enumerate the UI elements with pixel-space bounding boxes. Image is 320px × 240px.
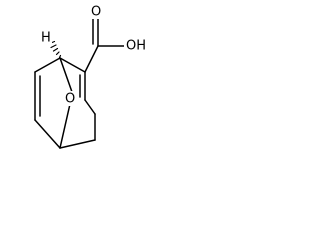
bridge-oxygen-label: O [65,92,75,107]
chemical-structure: H O OH O [34,4,150,149]
hydroxyl-label: OH [126,39,146,54]
bond-c3-c4 [84,99,96,115]
bond-c1-o-bridge [59,57,73,93]
bond-c1-c2 [59,57,86,73]
bond-c5-c6 [59,139,96,149]
hydrogen-label: H [41,31,51,46]
bond-c1-c7 [34,57,61,73]
carbonyl-oxygen-label: O [91,5,101,20]
bond-c6-o-bridge [59,103,71,149]
bond-c2-carboxyl-c [84,45,99,73]
bond-c8-c6 [34,119,61,149]
